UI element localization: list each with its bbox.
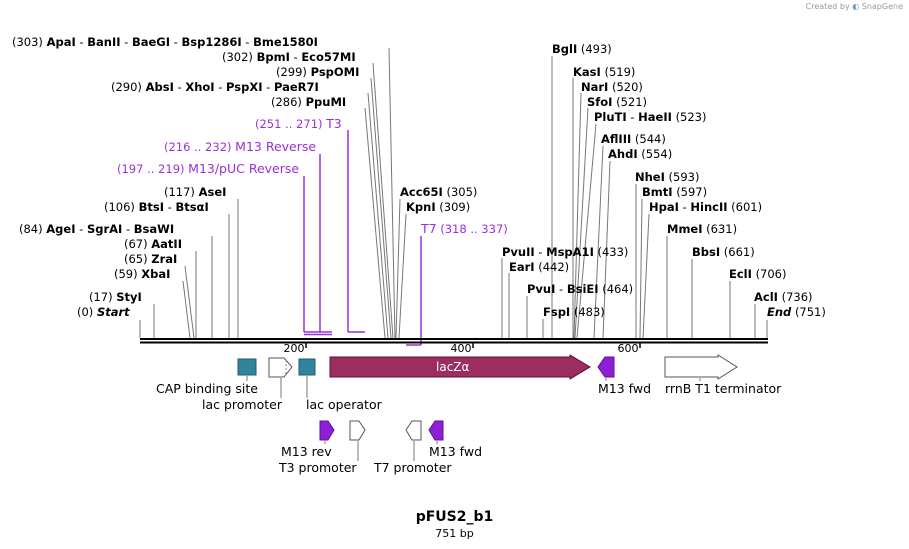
primer-label-t7: T7 (318 .. 337)	[420, 221, 508, 236]
site-label-706: EclI (706)	[729, 267, 787, 281]
site-label-442: EarI (442)	[509, 260, 569, 274]
m13-fwd-arrow-top	[597, 356, 615, 378]
feature-label-m13-rev: M13 rev	[281, 444, 332, 459]
tick-label-600: 600	[618, 342, 639, 355]
site-label-290: (290) AbsI - XhoI - PspXI - PaeR7I	[111, 80, 319, 94]
site-label-84: (84) AgeI - SgrAI - BsaWI	[19, 222, 174, 236]
primer-label-m13-reverse: (216 .. 232) M13 Reverse	[164, 139, 316, 154]
m13-rev-arrow	[319, 420, 335, 441]
cap-binding-site-box	[237, 358, 257, 376]
site-label-end: End (751)	[767, 305, 826, 319]
site-label-597: BmtI (597)	[642, 185, 707, 199]
site-label-554: AhdI (554)	[608, 147, 672, 161]
site-label-106: (106) BtsI - BtsαI	[104, 200, 209, 214]
tick-label-200: 200	[284, 342, 305, 355]
site-label-286: (286) PpuMI	[271, 95, 346, 109]
backbone	[140, 338, 768, 348]
site-label-464: PvuI - BsiEI (464)	[527, 282, 633, 296]
site-label-start: (0) Start	[77, 305, 130, 319]
primer-markers	[303, 130, 422, 346]
site-label-305: Acc65I (305)	[400, 185, 477, 199]
site-label-736: AclI (736)	[754, 290, 813, 304]
site-label-433: PvuII - MspA1I (433)	[502, 245, 628, 259]
lac-operator-box	[298, 358, 316, 376]
primer-label-m13-puc-reverse: (197 .. 219) M13/pUC Reverse	[117, 161, 299, 176]
feature-label-cap: CAP binding site	[156, 381, 258, 396]
site-label-493: BglI (493)	[552, 42, 612, 56]
t7-promoter-arrow	[405, 420, 422, 441]
site-label-302: (302) BpmI - Eco57MI	[222, 50, 356, 64]
primer-label-t3: (251 .. 271) T3	[255, 116, 342, 131]
feature-label-m13-fwd-bottom: M13 fwd	[429, 444, 482, 459]
feature-label-rrnb: rrnB T1 terminator	[665, 381, 782, 396]
map-size: 751 bp	[435, 527, 474, 540]
map-title: pFUS2_b1	[415, 509, 494, 525]
site-label-544: AflIII (544)	[601, 132, 666, 146]
site-label-303: (303) ApaI - BanII - BaeGI - Bsp1286I - …	[12, 35, 318, 49]
feature-leader-lines	[246, 376, 701, 461]
tick-label-400: 400	[451, 342, 472, 355]
feature-label-t3-promoter: T3 promoter	[278, 460, 357, 475]
feature-label-t7-promoter: T7 promoter	[373, 460, 452, 475]
feature-label-lac-operator: lac operator	[306, 397, 383, 412]
site-label-299: (299) PspOMI	[276, 65, 359, 79]
feature-label-m13-fwd-top: M13 fwd	[598, 381, 651, 396]
site-label-521: SfoI (521)	[587, 95, 647, 109]
site-label-483: FspI (483)	[543, 305, 605, 319]
site-label-65: (65) ZraI	[124, 252, 177, 266]
site-label-59: (59) XbaI	[114, 267, 170, 281]
snapgene-logo-icon: ◐	[852, 2, 860, 11]
rrnb-terminator-arrow	[664, 354, 738, 380]
site-leader-lines	[139, 47, 768, 339]
site-label-520: NarI (520)	[581, 80, 643, 94]
site-label-17: (17) StyI	[89, 290, 142, 304]
site-label-631: MmeI (631)	[667, 222, 737, 236]
m13-fwd-arrow-bottom	[428, 420, 444, 441]
feature-label-lac-promoter: lac promoter	[202, 397, 283, 412]
feature-label-lacz: lacZα	[436, 360, 470, 374]
site-label-523: PluTI - HaeII (523)	[594, 110, 707, 124]
site-label-593: NheI (593)	[635, 170, 699, 184]
site-label-601: HpaI - HincII (601)	[649, 200, 762, 214]
site-label-309: KpnI (309)	[406, 200, 470, 214]
snapgene-credit: Created by ◐ SnapGene	[805, 2, 903, 11]
lac-promoter-arrow	[268, 357, 293, 378]
lacz-alpha-arrow	[329, 354, 591, 380]
site-label-117: (117) AseI	[164, 185, 226, 199]
site-label-67: (67) AatII	[124, 237, 182, 251]
site-label-519: KasI (519)	[573, 65, 635, 79]
site-label-661: BbsI (661)	[692, 245, 755, 259]
t3-promoter-arrow	[349, 420, 366, 441]
